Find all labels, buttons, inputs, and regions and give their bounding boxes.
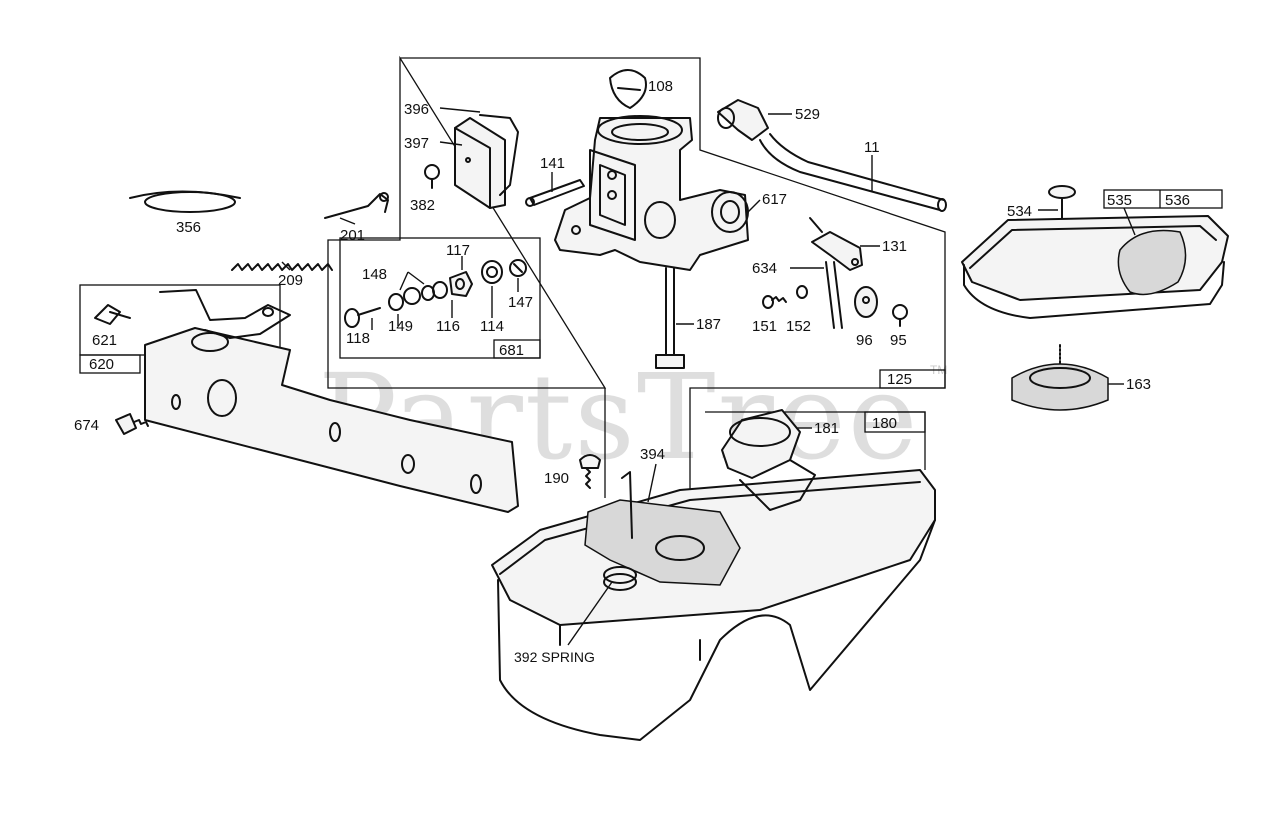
part-147-screw[interactable] (509, 259, 527, 277)
part-187-stud[interactable] (655, 267, 685, 369)
group-label-box-620 (79, 354, 141, 374)
part-108-choke-plate[interactable] (609, 69, 647, 109)
part-label-181[interactable]: 181 (814, 420, 839, 437)
part-148-washers[interactable] (403, 281, 448, 305)
part-382-screw[interactable] (424, 164, 440, 189)
part-label-209[interactable]: 209 (278, 272, 303, 289)
part-label-536[interactable]: 536 (1165, 192, 1190, 209)
part-label-396[interactable]: 396 (404, 101, 429, 118)
part-356-wire[interactable] (129, 190, 241, 213)
part-label-180[interactable]: 180 (872, 415, 897, 432)
part-181-fuel-cap[interactable] (721, 409, 816, 511)
part-620-control-plate[interactable] (144, 327, 519, 513)
part-label-535[interactable]: 535 (1107, 192, 1132, 209)
part-label-117[interactable]: 117 (446, 242, 470, 259)
part-114-washer[interactable] (481, 260, 503, 284)
part-label-118[interactable]: 118 (346, 330, 370, 347)
part-label-131[interactable]: 131 (882, 238, 907, 255)
part-label-96[interactable]: 96 (856, 332, 873, 349)
part-label-534[interactable]: 534 (1007, 203, 1032, 220)
part-label-114[interactable]: 114 (480, 318, 504, 335)
part-209-spring[interactable] (231, 263, 333, 271)
part-label-201[interactable]: 201 (340, 227, 365, 244)
part-label-152[interactable]: 152 (786, 318, 811, 335)
part-label-125[interactable]: 125 (887, 371, 912, 388)
part-governor-lever[interactable] (159, 289, 291, 352)
part-label-392[interactable]: 392 SPRING (514, 649, 595, 665)
part-190-screw[interactable] (579, 454, 601, 489)
part-label-617[interactable]: 617 (762, 191, 787, 208)
part-634-shaft[interactable] (825, 261, 843, 329)
part-394-gasket[interactable] (584, 471, 741, 586)
part-label-11[interactable]: 11 (864, 139, 880, 156)
part-label-634[interactable]: 634 (752, 260, 777, 277)
part-529-elbow[interactable] (717, 99, 769, 141)
part-label-382[interactable]: 382 (410, 197, 435, 214)
part-label-356[interactable]: 356 (176, 219, 201, 236)
part-label-187[interactable]: 187 (696, 316, 721, 333)
part-label-620[interactable]: 620 (89, 356, 114, 373)
part-151-screw[interactable] (762, 295, 787, 309)
part-label-151[interactable]: 151 (752, 318, 777, 335)
part-label-681[interactable]: 681 (499, 342, 524, 359)
part-label-95[interactable]: 95 (890, 332, 907, 349)
part-117-nut[interactable] (449, 271, 473, 297)
part-label-141[interactable]: 141 (540, 155, 565, 172)
part-118-needle[interactable] (344, 307, 381, 328)
part-label-108[interactable]: 108 (648, 78, 673, 95)
part-label-190[interactable]: 190 (544, 470, 569, 487)
part-392-spring[interactable] (603, 566, 637, 591)
part-label-147[interactable]: 147 (508, 294, 533, 311)
part-label-397[interactable]: 397 (404, 135, 429, 152)
part-397-choke-lever[interactable] (454, 117, 506, 209)
group-label-box-681 (493, 339, 541, 359)
part-label-149[interactable]: 149 (388, 318, 413, 335)
group-label-box-536 (1103, 189, 1223, 209)
part-141-shaft[interactable] (525, 179, 585, 207)
group-label-box-180 (864, 411, 926, 433)
part-96-plate[interactable] (854, 286, 878, 318)
part-95-screw[interactable] (892, 304, 908, 327)
part-label-116[interactable]: 116 (436, 318, 460, 335)
group-outline-125 (327, 55, 946, 498)
part-label-621[interactable]: 621 (92, 332, 117, 349)
part-label-394[interactable]: 394 (640, 446, 665, 463)
part-621-clip[interactable] (94, 304, 131, 325)
part-label-674[interactable]: 674 (74, 417, 99, 434)
part-label-529[interactable]: 529 (795, 106, 820, 123)
part-149-spring[interactable] (388, 293, 404, 311)
part-163-gasket[interactable] (1011, 344, 1109, 411)
group-label-box-125 (879, 369, 946, 389)
part-label-163[interactable]: 163 (1126, 376, 1151, 393)
group-outline-681 (339, 237, 541, 359)
part-396-choke-bracket[interactable] (479, 114, 519, 196)
part-11-fuel-pipe[interactable] (759, 133, 947, 212)
part-201-link[interactable] (324, 192, 389, 219)
part-carburetor-body[interactable] (554, 115, 749, 271)
part-label-148[interactable]: 148 (362, 266, 387, 283)
part-674-screw[interactable] (115, 413, 149, 435)
part-536-air-cleaner-cover[interactable] (961, 215, 1229, 319)
part-131-lever[interactable] (809, 217, 863, 271)
part-535-filter[interactable] (1117, 229, 1187, 296)
part-152-spring[interactable] (796, 285, 808, 299)
